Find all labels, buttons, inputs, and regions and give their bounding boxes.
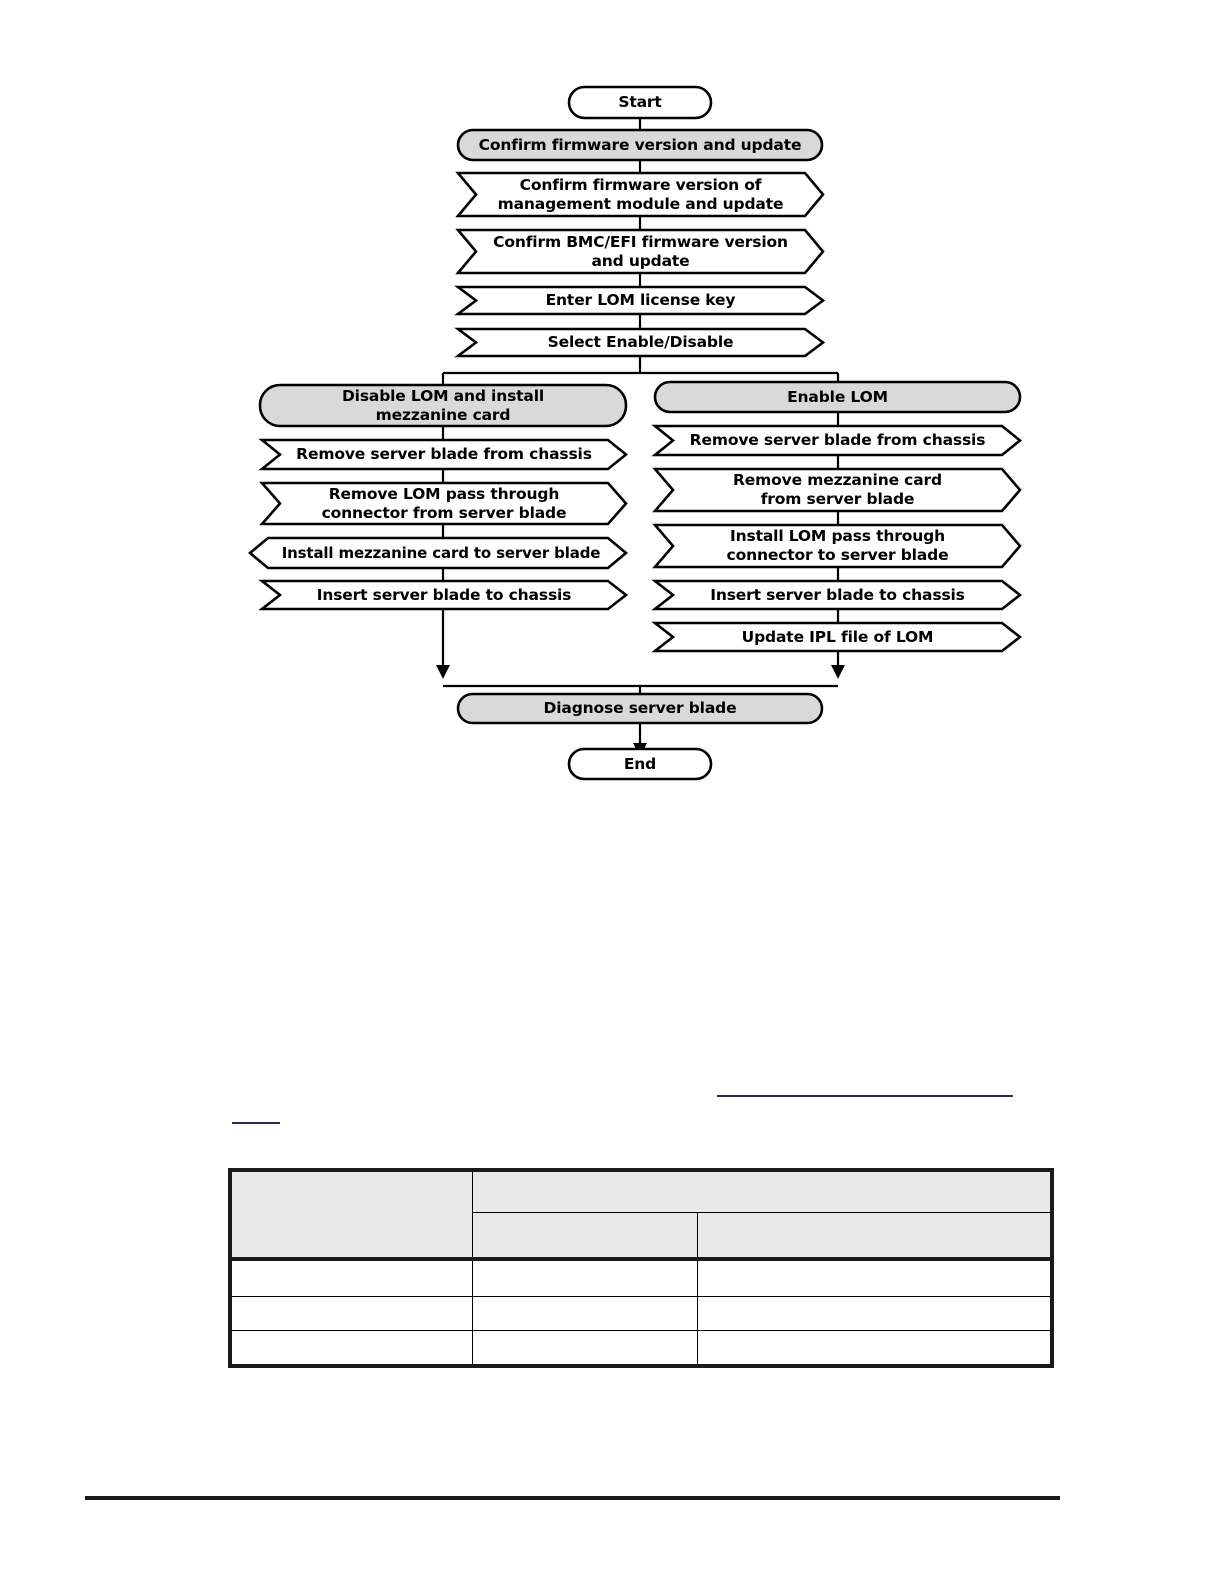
table-row — [228, 1296, 1054, 1331]
table-cell — [232, 1297, 472, 1330]
node-confirm-mm-fw — [455, 171, 825, 218]
table-header-row-1 — [228, 1168, 1054, 1261]
table-cell — [698, 1344, 1051, 1352]
node-disable-lom — [258, 383, 628, 428]
table-header-row-2 — [230, 1212, 1054, 1261]
node-left-remove-pass-through — [259, 481, 628, 526]
node-left-install-mezzanine — [247, 536, 629, 570]
table-cell — [473, 1344, 697, 1352]
table-row — [228, 1258, 1054, 1297]
table-cell — [473, 1275, 697, 1283]
node-select-enable-disable — [454, 327, 826, 358]
table-cell — [698, 1310, 1051, 1318]
flowchart-diagram — [247, 85, 1023, 781]
node-enable-lom — [653, 380, 1022, 414]
hyperlink-upper-right[interactable] — [717, 1095, 1013, 1097]
table-row — [228, 1330, 1054, 1368]
node-start — [567, 85, 713, 120]
table-cell-header-colspan — [473, 1172, 1051, 1212]
hyperlink-lower-left[interactable] — [232, 1122, 280, 1124]
node-right-insert-blade — [651, 579, 1023, 611]
table-cell-header-rowspan — [232, 1172, 472, 1257]
footer-divider — [85, 1496, 1060, 1500]
node-end — [567, 747, 713, 781]
node-diagnose — [456, 692, 824, 725]
node-left-insert-blade — [258, 579, 629, 611]
table-cell — [232, 1331, 472, 1364]
node-left-remove-blade — [258, 438, 629, 471]
node-right-update-ipl — [651, 621, 1023, 653]
node-confirm-bmc-efi — [455, 228, 825, 275]
node-enter-license — [454, 285, 826, 316]
node-right-remove-mezzanine — [652, 467, 1022, 513]
table-cell — [473, 1310, 697, 1318]
node-right-install-pass-through — [652, 523, 1022, 569]
table-cell-subheader-2 — [698, 1231, 1051, 1239]
node-right-remove-blade — [651, 424, 1023, 457]
node-confirm-fw — [456, 128, 824, 162]
data-table — [228, 1168, 1054, 1368]
table-cell — [232, 1261, 472, 1296]
table-cell — [698, 1275, 1051, 1283]
table-cell-subheader-1 — [473, 1213, 697, 1257]
